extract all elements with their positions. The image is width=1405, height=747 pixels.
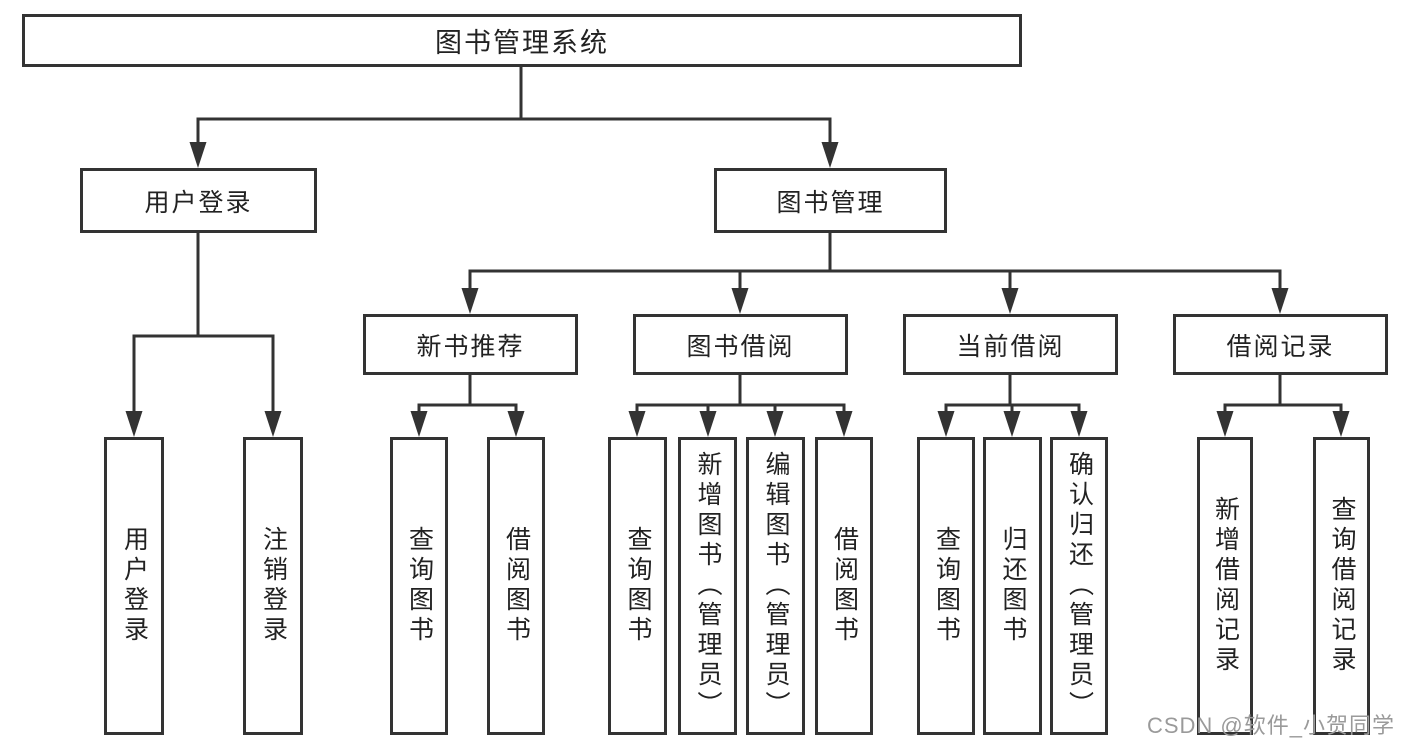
leaf-query-books-current-label: 查询图书 <box>932 526 961 646</box>
leaf-add-borrow-record: 新增借阅记录 <box>1197 437 1253 735</box>
leaf-edit-book-admin: 编辑图书（管理员） <box>746 437 805 735</box>
leaf-query-books-borrow-label: 查询图书 <box>624 526 652 646</box>
csdn-watermark: CSDN @软件_小贺同学 <box>1146 713 1395 738</box>
node-user-login: 用户登录 <box>80 168 317 233</box>
leaf-user-login: 用户登录 <box>104 437 164 735</box>
node-book-borrow-label: 图书借阅 <box>686 332 795 361</box>
leaf-add-borrow-record-label: 新增借阅记录 <box>1211 496 1240 676</box>
node-current-borrow-label: 当前借阅 <box>956 332 1065 361</box>
node-current-borrow: 当前借阅 <box>903 314 1118 375</box>
node-book-management: 图书管理 <box>714 168 947 233</box>
node-borrow-records-label: 借阅记录 <box>1226 332 1335 361</box>
node-book-borrow: 图书借阅 <box>633 314 848 375</box>
leaf-borrow-books-label: 借阅图书 <box>830 526 859 646</box>
leaf-query-books-recommend: 查询图书 <box>390 437 448 735</box>
node-borrow-records: 借阅记录 <box>1173 314 1388 375</box>
node-book-management-label: 图书管理 <box>776 188 885 217</box>
leaf-query-borrow-record: 查询借阅记录 <box>1313 437 1370 735</box>
leaf-add-book-admin-label: 新增图书（管理员） <box>694 451 722 721</box>
node-new-book-recommend: 新书推荐 <box>363 314 578 375</box>
leaf-borrow-books-recommend-label: 借阅图书 <box>502 526 531 646</box>
node-user-login-label: 用户登录 <box>144 188 253 217</box>
leaf-confirm-return-admin-label: 确认归还（管理员） <box>1065 451 1094 721</box>
leaf-return-book: 归还图书 <box>983 437 1042 735</box>
node-new-book-recommend-label: 新书推荐 <box>416 332 525 361</box>
leaf-return-book-label: 归还图书 <box>999 526 1027 646</box>
node-root-label: 图书管理系统 <box>435 28 609 58</box>
leaf-logout-label: 注销登录 <box>259 526 288 646</box>
leaf-edit-book-admin-label: 编辑图书（管理员） <box>762 451 790 721</box>
leaf-query-books-current: 查询图书 <box>917 437 975 735</box>
leaf-query-borrow-record-label: 查询借阅记录 <box>1328 496 1356 676</box>
leaf-borrow-books: 借阅图书 <box>815 437 873 735</box>
leaf-query-books-recommend-label: 查询图书 <box>405 526 434 646</box>
node-root: 图书管理系统 <box>22 14 1022 67</box>
leaf-add-book-admin: 新增图书（管理员） <box>678 437 737 735</box>
leaf-borrow-books-recommend: 借阅图书 <box>487 437 545 735</box>
leaf-confirm-return-admin: 确认归还（管理员） <box>1050 437 1108 735</box>
leaf-logout: 注销登录 <box>243 437 303 735</box>
leaf-query-books-borrow: 查询图书 <box>608 437 667 735</box>
leaf-user-login-label: 用户登录 <box>120 526 149 646</box>
